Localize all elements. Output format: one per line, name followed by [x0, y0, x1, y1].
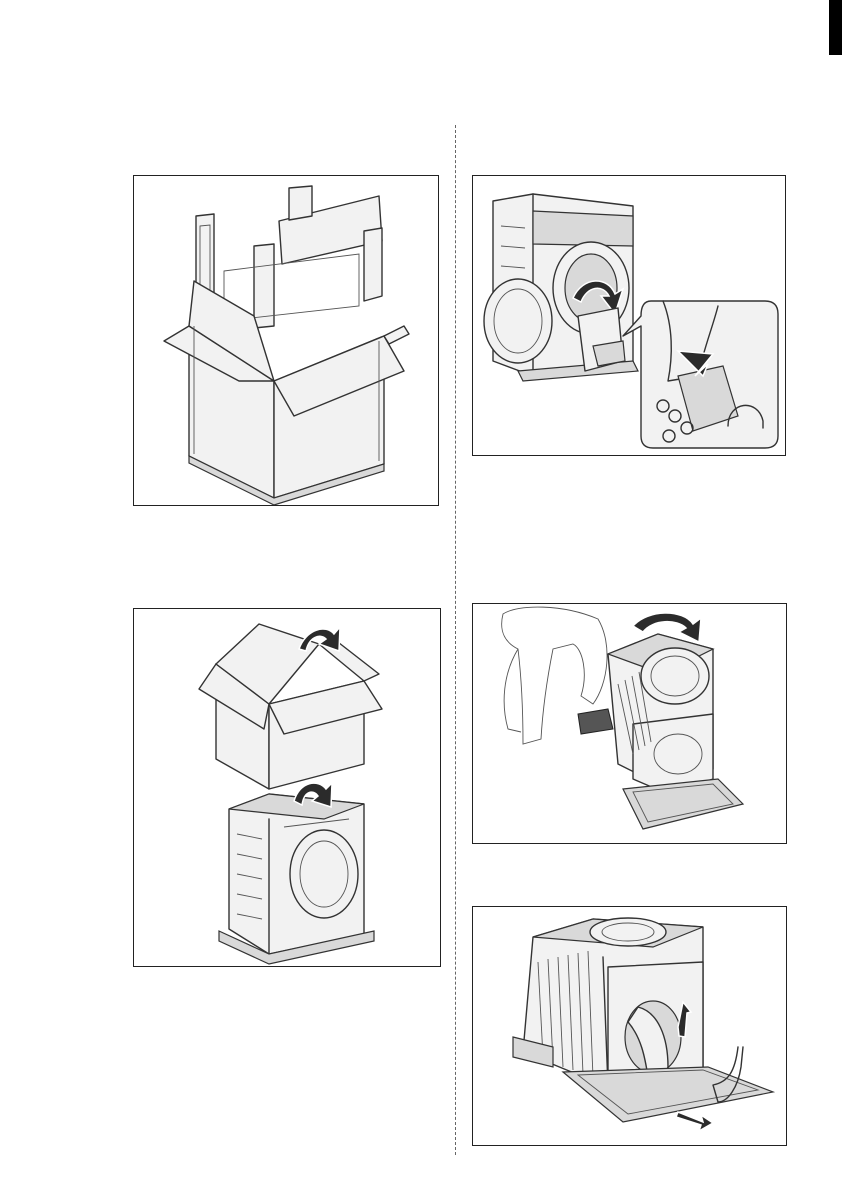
remove-transit-bolt-hose-illustration — [473, 176, 785, 455]
figure-remove-base — [472, 906, 787, 1146]
remove-polystyrene-pieces-illustration — [134, 176, 438, 505]
page-tab-marker — [829, 0, 842, 55]
lift-carton-off-appliance-illustration — [134, 609, 440, 966]
figure-tilt-appliance — [472, 603, 787, 844]
figure-remove-hose — [472, 175, 786, 456]
remove-base-polystyrene-illustration — [473, 907, 786, 1145]
figure-lift-carton — [133, 608, 441, 967]
tilt-appliance-backwards-illustration — [473, 604, 786, 843]
column-divider — [455, 125, 456, 1155]
figure-remove-packing — [133, 175, 439, 506]
